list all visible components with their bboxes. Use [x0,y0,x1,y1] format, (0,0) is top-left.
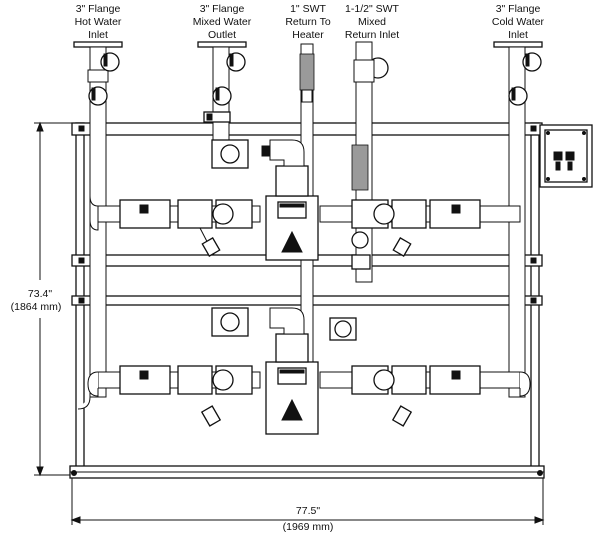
svg-text:1" SWT: 1" SWT [290,3,326,15]
svg-text:Return Inlet: Return Inlet [345,29,399,41]
svg-text:Inlet: Inlet [508,29,528,41]
svg-text:(1969 mm): (1969 mm) [283,521,334,533]
label-cold-water-inlet: 3" Flange Cold Water Inlet [492,3,545,41]
svg-text:77.5": 77.5" [296,505,320,517]
svg-text:3" Flange: 3" Flange [76,3,121,15]
svg-text:Mixed Water: Mixed Water [193,16,252,28]
svg-text:Cold Water: Cold Water [492,16,545,28]
upper-valve-assembly [89,139,521,261]
control-box [539,124,593,188]
lower-valve-assembly [87,307,531,435]
label-hot-water-inlet: 3" Flange Hot Water Inlet [75,3,122,41]
svg-text:3" Flange: 3" Flange [496,3,541,15]
svg-text:Heater: Heater [292,29,324,41]
mixed-water-outlet-riser [197,41,247,143]
svg-text:Hot Water: Hot Water [75,16,122,28]
svg-text:(1864 mm): (1864 mm) [11,301,62,313]
svg-text:Mixed: Mixed [358,16,386,28]
width-dimension: 77.5" (1969 mm) [70,478,545,533]
svg-text:Inlet: Inlet [88,29,108,41]
svg-text:1-1/2" SWT: 1-1/2" SWT [345,3,399,15]
svg-text:Outlet: Outlet [208,29,236,41]
height-dimension: 73.4" (1864 mm) [11,121,75,477]
label-mixed-water-outlet: 3" Flange Mixed Water Outlet [193,3,252,41]
svg-text:73.4": 73.4" [28,288,52,300]
svg-text:3" Flange: 3" Flange [200,3,245,15]
mixed-return-inlet-riser [351,41,389,283]
label-return-to-heater: 1" SWT Return To Heater [285,3,330,41]
label-mixed-return-inlet: 1-1/2" SWT Mixed Return Inlet [345,3,400,41]
svg-text:Return To: Return To [285,16,330,28]
